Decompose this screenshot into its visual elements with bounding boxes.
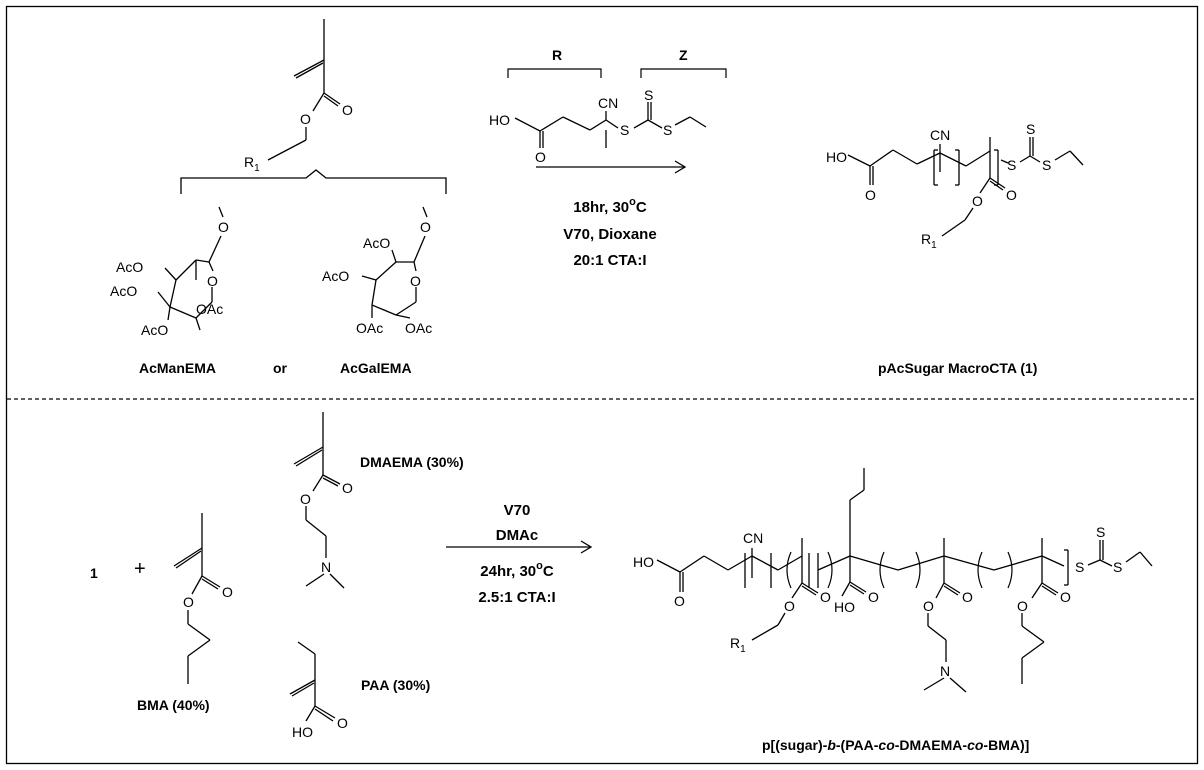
polymer-bma-o-carbonyl: O [1060, 589, 1071, 605]
acman-aco-2: AcO [110, 283, 137, 299]
cta-s2: S [644, 87, 653, 103]
macrocta-o: O [865, 187, 876, 203]
polymer-sugar-o-carbonyl: O [820, 589, 831, 605]
product-copolymer-label: p[(sugar)-b-(PAA-co-DMAEMA-co-BMA)] [762, 737, 1029, 753]
dmaema-n: N [321, 559, 331, 575]
acgal-o-anomeric: O [420, 219, 431, 235]
polymer-paa-o: O [868, 589, 879, 605]
r1-label: R1 [244, 154, 260, 174]
macrocta-s3: S [1042, 157, 1051, 173]
polymer-s1: S [1075, 559, 1084, 575]
monomer-acmanema-label: AcManEMA [139, 360, 216, 376]
cta-ho: HO [489, 112, 510, 128]
paa-label: PAA (30%) [361, 677, 430, 693]
monomer-generic-structure [267, 19, 341, 161]
acman-oac: OAc [196, 301, 223, 317]
polymer-cn: CN [743, 530, 763, 546]
dmaema-label: DMAEMA (30%) [360, 454, 464, 470]
or-label: or [273, 360, 288, 376]
substituent-brace [180, 169, 447, 194]
acgal-oac-1: OAc [356, 320, 383, 336]
r-group-label: R [552, 47, 562, 63]
bma-o-carbonyl: O [222, 584, 233, 600]
acman-aco-3: AcO [141, 322, 168, 338]
polymer-r1: R1 [730, 635, 746, 655]
dmaema-o-carbonyl: O [342, 480, 353, 496]
product-macrocta-label: pAcSugar MacroCTA (1) [878, 360, 1037, 376]
acmanema-structure [157, 206, 224, 331]
polymer-s3: S [1113, 559, 1122, 575]
macrocta-structure [847, 137, 1084, 237]
acman-o-ring: O [207, 273, 218, 289]
acgal-aco-2: AcO [322, 268, 349, 284]
cta-s1: S [620, 122, 629, 138]
bma-o-ester: O [183, 594, 194, 610]
dmaema-o-ester: O [300, 491, 311, 507]
macrocta-ho: HO [826, 149, 847, 165]
cta-cn: CN [598, 95, 618, 111]
plus-sign: + [134, 558, 146, 580]
reactant-1-label: 1 [90, 565, 98, 581]
scheme-border [5, 5, 1199, 765]
polymer-sugar-o-ester: O [784, 598, 795, 614]
bma-structure [173, 513, 221, 684]
polymer-paa-ho: HO [834, 599, 855, 615]
cond-top-line3: 20:1 CTA:I [573, 252, 646, 269]
polymer-dmaema-n: N [940, 663, 950, 679]
cta-s3: S [663, 122, 672, 138]
acgalema-structure [361, 206, 428, 319]
paa-structure [289, 641, 336, 722]
cond-bottom-line2: DMAc [496, 527, 539, 544]
polymer-bma-o-ester: O [1017, 598, 1028, 614]
acgal-o-ring: O [410, 273, 421, 289]
paa-o: O [337, 715, 348, 731]
polymer-dmaema-o-carbonyl: O [962, 589, 973, 605]
cta-o: O [535, 149, 546, 165]
macrocta-o-ester: O [972, 193, 983, 209]
cta-brackets [507, 68, 727, 78]
monomer-acgalema-label: AcGalEMA [340, 360, 412, 376]
acman-aco-1: AcO [116, 259, 143, 275]
cond-bottom-line3: 24hr, 30oC [480, 560, 554, 580]
cond-top-line1: 18hr, 30oC [573, 196, 647, 216]
bma-label: BMA (40%) [137, 697, 210, 713]
ester-o: O [300, 111, 311, 127]
dmaema-structure [293, 412, 345, 589]
acgal-aco-1: AcO [363, 235, 390, 251]
polymer-s2: S [1096, 524, 1105, 540]
acman-o-anomeric: O [218, 219, 229, 235]
cta-structure [514, 102, 707, 148]
cond-bottom-line1: V70 [504, 502, 531, 519]
polymer-ho: HO [633, 554, 654, 570]
macrocta-r1: R1 [921, 231, 937, 251]
cond-bottom-line4: 2.5:1 CTA:I [478, 589, 555, 606]
acgal-oac-2: OAc [405, 320, 432, 336]
macrocta-cn: CN [930, 127, 950, 143]
macrocta-s1: S [1007, 157, 1016, 173]
macrocta-s2: S [1026, 121, 1035, 137]
block-copolymer-structure [656, 468, 1153, 693]
paa-ho: HO [292, 724, 313, 740]
polymer-o: O [674, 593, 685, 609]
carbonyl-o: O [342, 102, 353, 118]
z-group-label: Z [679, 47, 688, 63]
polymer-dmaema-o-ester: O [923, 598, 934, 614]
macrocta-o-carbonyl: O [1006, 187, 1017, 203]
copolymer-brackets [786, 551, 1013, 589]
cond-top-line2: V70, Dioxane [563, 226, 656, 243]
